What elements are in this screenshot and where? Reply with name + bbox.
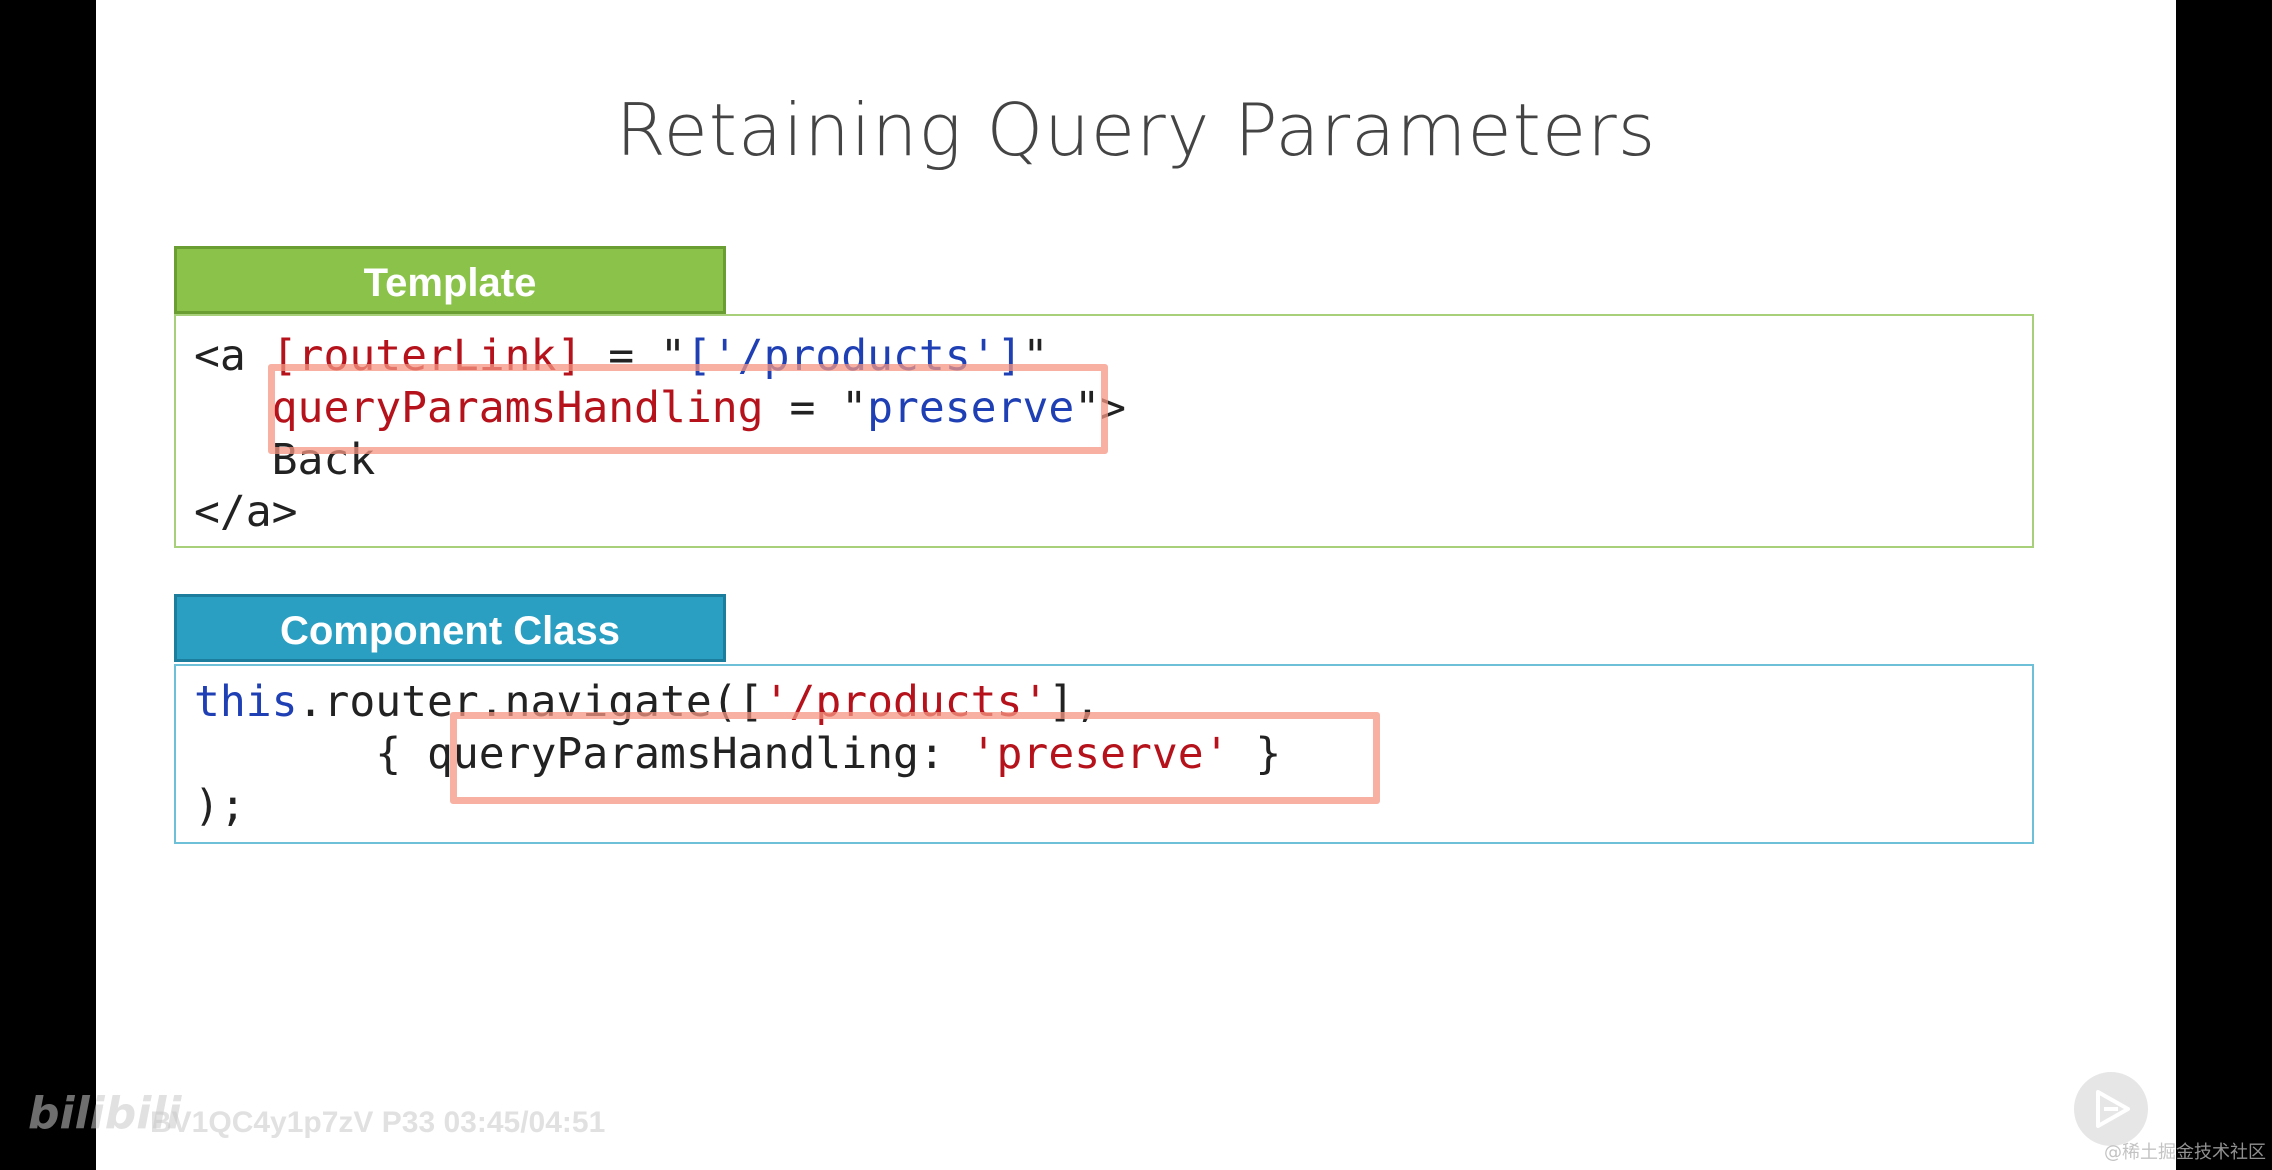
component-code-line-3: ); xyxy=(194,781,246,831)
template-code-box: <a [routerLink] = "['/products']" queryP… xyxy=(174,314,2034,548)
slide-title: Retaining Query Parameters xyxy=(615,88,1657,172)
template-code-line-3: Back xyxy=(194,435,376,485)
play-icon xyxy=(2096,1090,2130,1128)
play-button[interactable] xyxy=(2074,1072,2148,1146)
component-code-line-2: { queryParamsHandling: 'preserve' } xyxy=(194,729,1282,779)
template-code-line-2: queryParamsHandling = "preserve"> xyxy=(271,383,1127,433)
slide: Retaining Query Parameters Template <a [… xyxy=(96,0,2176,1170)
video-id-watermark: BV1QC4y1p7zV P33 03:45/04:51 xyxy=(150,1106,606,1139)
corner-watermark: @稀土掘金技术社区 xyxy=(2104,1142,2266,1163)
template-tab: Template xyxy=(174,246,726,314)
highlight-box-template xyxy=(268,364,1108,454)
template-code-line-1: <a [routerLink] = "['/products']" xyxy=(194,331,1049,381)
highlight-box-component xyxy=(450,712,1380,804)
component-tab: Component Class xyxy=(174,594,726,662)
component-code-box: this.router.navigate(['/products'], { qu… xyxy=(174,664,2034,844)
bilibili-logo: bilibili xyxy=(28,1088,182,1139)
template-code-line-4: </a> xyxy=(194,487,298,537)
